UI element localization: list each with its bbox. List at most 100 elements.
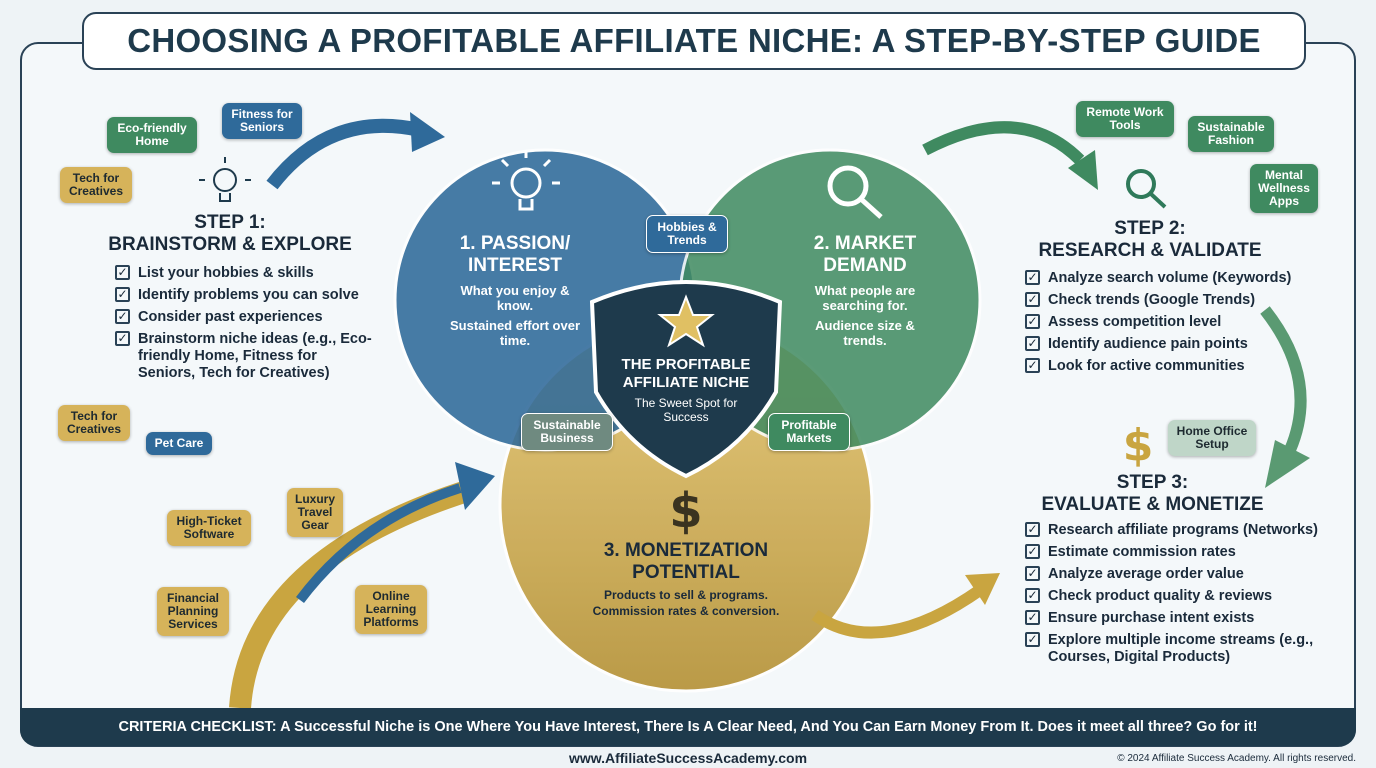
- lightbulb-icon-step1: [199, 157, 251, 202]
- step3-title: STEP 3:: [1116, 472, 1189, 493]
- overlap-profitable-markets: Profitable Markets: [768, 413, 850, 451]
- magnifier-icon-step2: [1126, 169, 1167, 209]
- step1-title: STEP 1:: [194, 212, 266, 233]
- criteria-banner: CRITERIA CHECKLIST: A Successful Niche i…: [20, 708, 1356, 746]
- step3-heading: STEP 3:EVALUATE & MONETIZE: [1015, 472, 1290, 516]
- checkbox-icon: ✓: [115, 287, 130, 302]
- arrowhead: [965, 573, 1000, 605]
- checklist-text: Estimate commission rates: [1048, 544, 1236, 560]
- checklist-item: ✓Analyze average order value: [1025, 566, 1355, 583]
- checkbox-icon: ✓: [1025, 336, 1040, 351]
- passion-text-group: 1. PASSION/ INTEREST What you enjoy & kn…: [430, 233, 600, 353]
- step1-heading: STEP 1:BRAINSTORM & EXPLORE: [100, 212, 360, 256]
- checkbox-icon: ✓: [115, 309, 130, 324]
- tag-tech-creatives: Tech for Creatives: [60, 167, 132, 203]
- checklist-item: ✓ Analyze search volume (Keywords): [1025, 270, 1335, 287]
- checkbox-icon: ✓: [1025, 610, 1040, 625]
- checklist-text: Research affiliate programs (Networks): [1048, 522, 1318, 538]
- checklist-item: ✓ Ensure purchase intent exists: [1025, 610, 1355, 627]
- lightbulb-icon: [492, 150, 560, 211]
- checklist-item: ✓ Assess competition level: [1025, 314, 1335, 331]
- checklist-item: ✓ Research affiliate programs (Networks): [1025, 522, 1355, 539]
- tag-remote-work-tools: Remote Work Tools: [1076, 101, 1174, 137]
- checklist-item: ✓ Consider past experiences: [115, 309, 375, 326]
- checklist-text: Identify audience pain points: [1048, 336, 1248, 352]
- checklist-item: ✓ Check trends (Google Trends): [1025, 292, 1335, 309]
- checklist-text: Analyze average order value: [1048, 566, 1244, 582]
- tag-high-ticket-software: High-Ticket Software: [167, 510, 251, 546]
- copyright: © 2024 Affiliate Success Academy. All ri…: [1117, 753, 1356, 764]
- tag-online-learning: Online Learning Platforms: [355, 585, 427, 634]
- checklist-text: List your hobbies & skills: [138, 265, 314, 281]
- arrowhead: [1068, 150, 1098, 190]
- dollar-icon: $: [669, 483, 702, 539]
- center-text-group: THE PROFITABLE AFFILIATE NICHE The Sweet…: [600, 356, 772, 424]
- tag-luxury-travel-gear: Luxury Travel Gear: [287, 488, 343, 537]
- checkbox-icon: ✓: [115, 331, 130, 346]
- checklist-item: ✓ Identify problems you can solve: [115, 287, 375, 304]
- checklist-item: ✓ Brainstorm niche ideas (e.g., Eco-frien…: [115, 331, 375, 382]
- page-title: CHOOSING A PROFITABLE AFFILIATE NICHE: A…: [82, 12, 1306, 70]
- website-link[interactable]: www.AffiliateSuccessAcademy.com: [568, 750, 808, 766]
- step2-checklist: ✓ Analyze search volume (Keywords) ✓ Check…: [1025, 270, 1335, 380]
- step2-heading: STEP 2:RESEARCH & VALIDATE: [1020, 218, 1280, 262]
- checklist-text: Consider past experiences: [138, 309, 323, 325]
- monetization-line2: Commission rates & conversion.: [592, 604, 780, 618]
- center-shield: [589, 280, 783, 479]
- step2-title: STEP 2:: [1114, 218, 1186, 239]
- step1-checklist: ✓List your hobbies & skills ✓Identify pr…: [115, 265, 375, 387]
- arrow-step2-to-step3: [1260, 306, 1307, 453]
- checkbox-icon: ✓: [1025, 632, 1040, 647]
- step2-subtitle: RESEARCH & VALIDATE: [1038, 240, 1262, 261]
- tag-mental-wellness: Mental Wellness Apps: [1250, 164, 1318, 213]
- overlap-sustainable-business: Sustainable Business: [521, 413, 613, 451]
- arrowhead: [410, 112, 445, 152]
- dollar-icon-step3: $: [1123, 420, 1154, 471]
- checklist-text: Ensure purchase intent exists: [1048, 610, 1255, 626]
- tag-sustainable-fashion: Sustainable Fashion: [1188, 116, 1274, 152]
- monetization-text-group: 3. MONETIZATION POTENTIAL Products to se…: [570, 540, 802, 624]
- monetization-line1: Products to sell & programs.: [603, 588, 769, 602]
- checkbox-icon: ✓: [1025, 314, 1040, 329]
- overlap-hobbies-trends: Hobbies & Trends: [646, 215, 728, 253]
- demand-text-group: 2. MARKET DEMAND What people are searchi…: [790, 233, 940, 353]
- tag-tech-creatives-2: Tech for Creatives: [58, 405, 130, 441]
- checklist-text: Analyze search volume (Keywords): [1048, 270, 1292, 286]
- center-title: THE PROFITABLE AFFILIATE NICHE: [621, 356, 751, 391]
- arrow-demand-to-step2: [922, 121, 1085, 165]
- magnifier-icon: [827, 165, 883, 219]
- step3-checklist: ✓Research affiliate programs (Networks) …: [1025, 522, 1355, 671]
- checkbox-icon: ✓: [1025, 358, 1040, 373]
- checkbox-icon: ✓: [1025, 544, 1040, 559]
- checklist-item: ✓ Look for active communities: [1025, 358, 1335, 375]
- checklist-text: Check trends (Google Trends): [1048, 292, 1256, 308]
- checkbox-icon: ✓: [1025, 588, 1040, 603]
- checkbox-icon: ✓: [1025, 270, 1040, 285]
- demand-line2: Audience size & trends.: [815, 318, 915, 348]
- checkbox-icon: ✓: [1025, 292, 1040, 307]
- step1-subtitle: BRAINSTORM & EXPLORE: [108, 234, 352, 255]
- checklist-text: Look for active communities: [1048, 358, 1245, 374]
- tag-financial-planning: Financial Planning Services: [157, 587, 229, 636]
- checklist-item: ✓List your hobbies & skills: [115, 265, 375, 282]
- checklist-item: ✓ Estimate commission rates: [1025, 544, 1355, 561]
- checklist-item: ✓ Identify audience pain points: [1025, 336, 1335, 353]
- demand-title: 2. MARKET DEMAND: [813, 233, 917, 276]
- checklist-text: Identify problems you can solve: [138, 287, 359, 303]
- checklist-item: ✓Explore multiple income streams (e.g., …: [1025, 632, 1355, 666]
- arrow-bottom-inner: [296, 483, 462, 604]
- arrow-monetization-to-step3: [811, 585, 984, 639]
- checklist-item: ✓ Check product quality & reviews: [1025, 588, 1355, 605]
- checkbox-icon: ✓: [1025, 522, 1040, 537]
- passion-line2: Sustained effort over time.: [449, 318, 581, 348]
- star-icon: [657, 294, 715, 348]
- monetization-title: 3. MONETIZATION POTENTIAL: [603, 540, 769, 583]
- checklist-text: Check product quality & reviews: [1048, 588, 1273, 604]
- checklist-text: Brainstorm niche ideas (e.g., Eco-friend…: [138, 331, 372, 381]
- tag-eco-friendly-home: Eco-friendly Home: [107, 117, 197, 153]
- center-subtitle: The Sweet Spot for Success: [634, 396, 738, 424]
- arrowhead: [455, 462, 495, 510]
- checklist-text: Assess competition level: [1048, 314, 1222, 330]
- demand-line1: What people are searching for.: [814, 283, 916, 313]
